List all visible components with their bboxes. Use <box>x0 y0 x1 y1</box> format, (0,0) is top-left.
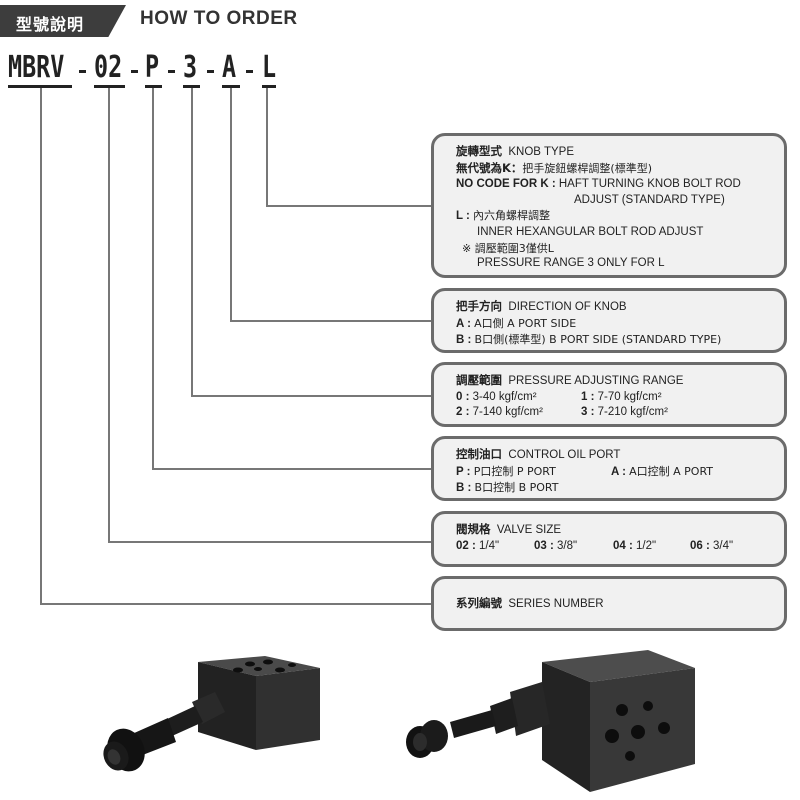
control-value: A口控制 A PORT <box>629 464 714 478</box>
knob-line7: PRESSURE RANGE 3 ONLY FOR L <box>477 257 665 270</box>
connector-size <box>108 541 432 543</box>
connector-series <box>40 603 432 605</box>
code-series: MBRV <box>8 50 65 85</box>
pressure-title-zh: 調壓範圍 <box>456 373 502 387</box>
size-value: 1/4" <box>479 539 500 552</box>
control-code: P : <box>456 465 471 478</box>
control-title-zh: 控制油口 <box>456 447 502 461</box>
direction-line2-rest: B口側(標準型) B PORT SIDE (STANDARD TYPE) <box>474 333 722 347</box>
control-port-box: 控制油口 CONTROL OIL PORT P : P口控制 P PORT A :… <box>431 436 787 501</box>
size-code: 06 : <box>690 539 710 552</box>
control-code: A : <box>611 465 626 478</box>
code-underline <box>94 85 125 88</box>
knob-title-en: KNOB TYPE <box>508 146 575 158</box>
code-underline <box>222 85 240 88</box>
pressure-value: 7-140 kgf/cm² <box>472 406 543 419</box>
pressure-title-en: PRESSURE ADJUSTING RANGE <box>508 375 684 387</box>
pressure-code: 1 : <box>581 390 595 403</box>
connector-series <box>40 88 42 604</box>
pressure-value: 7-210 kgf/cm² <box>597 406 668 419</box>
size-code: 04 : <box>613 539 633 552</box>
valve-photo-left <box>80 632 360 800</box>
control-value: B口控制 B PORT <box>474 481 559 495</box>
connector-control <box>152 468 432 470</box>
direction-line1-rest: A口側 A PORT SIDE <box>474 316 577 330</box>
header-tab: 型號說明 <box>0 5 126 37</box>
knob-title-zh: 旋轉型式 <box>456 144 502 158</box>
code-dash <box>131 70 138 73</box>
control-title-en: CONTROL OIL PORT <box>508 449 621 461</box>
code-underline <box>145 85 162 88</box>
connector-pressure <box>191 395 432 397</box>
series-title-en: SERIES NUMBER <box>508 598 604 610</box>
code-dash <box>246 70 253 73</box>
connector-knob <box>266 205 432 207</box>
code-dash <box>207 70 214 73</box>
connector-knob <box>266 88 268 206</box>
connector-pressure <box>191 88 193 396</box>
knob-line2-code: NO CODE FOR K : <box>456 178 556 191</box>
valve-photo-right <box>390 632 710 800</box>
connector-direction <box>230 88 232 321</box>
pressure-value: 3-40 kgf/cm² <box>472 390 537 403</box>
knob-line1-rest: 把手旋鈕螺桿調整(標準型) <box>522 161 653 175</box>
direction-line1-code: A : <box>456 317 471 330</box>
knob-line6: ※ 調壓範圍3僅供L <box>462 241 554 255</box>
pressure-value: 7-70 kgf/cm² <box>597 390 662 403</box>
knob-line1-zh: 無代號為K： <box>456 160 523 175</box>
connector-direction <box>230 320 432 322</box>
size-code: 03 : <box>534 539 554 552</box>
direction-box: 把手方向 DIRECTION OF KNOB A : A口側 A PORT SI… <box>431 288 787 353</box>
code-direction: A <box>222 50 237 85</box>
size-title-zh: 閥規格 <box>456 522 491 536</box>
code-underline <box>8 85 72 88</box>
code-knob: L <box>262 50 277 85</box>
direction-line2-code: B : <box>456 334 472 347</box>
series-box: 系列編號 SERIES NUMBER <box>431 576 787 631</box>
size-value: 1/2" <box>636 539 657 552</box>
size-title-en: VALVE SIZE <box>496 524 562 536</box>
knob-line4-code: L : <box>456 210 470 223</box>
knob-line3: ADJUST (STANDARD TYPE) <box>574 193 725 206</box>
code-dash <box>168 70 175 73</box>
code-pressure: 3 <box>183 50 198 85</box>
pressure-box: 調壓範圍 PRESSURE ADJUSTING RANGE 0 : 3-40 k… <box>431 362 787 427</box>
series-title-zh: 系列編號 <box>456 596 502 610</box>
code-dash <box>79 70 86 73</box>
control-code: B : <box>456 482 472 495</box>
knob-line4-rest: 內六角螺桿調整 <box>473 209 551 223</box>
pressure-code: 3 : <box>581 406 595 419</box>
direction-title-en: DIRECTION OF KNOB <box>508 301 627 313</box>
pressure-code: 0 : <box>456 390 470 403</box>
connector-control <box>152 88 154 469</box>
knob-line2-rest: HAFT TURNING KNOB BOLT ROD <box>558 178 741 191</box>
header-tab-label: 型號說明 <box>16 15 85 34</box>
size-value: 3/4" <box>713 539 734 552</box>
valve-size-box: 閥規格 VALVE SIZE 02 : 1/4" 03 : 3/8" 04 : 1/… <box>431 511 787 567</box>
knob-type-box: 旋轉型式 KNOB TYPE 無代號為K：把手旋鈕螺桿調整(標準型) NO CO… <box>431 133 787 278</box>
control-value: P口控制 P PORT <box>473 464 556 478</box>
size-code: 02 : <box>456 539 476 552</box>
size-value: 3/8" <box>557 539 578 552</box>
knob-line5: INNER HEXANGULAR BOLT ROD ADJUST <box>477 225 704 238</box>
direction-title-zh: 把手方向 <box>456 299 502 313</box>
code-size: 02 <box>94 50 123 85</box>
code-control: P <box>145 50 160 85</box>
pressure-code: 2 : <box>456 406 470 419</box>
code-underline <box>183 85 200 88</box>
page-title: HOW TO ORDER <box>140 8 298 29</box>
code-underline <box>262 85 276 88</box>
connector-size <box>108 88 110 542</box>
